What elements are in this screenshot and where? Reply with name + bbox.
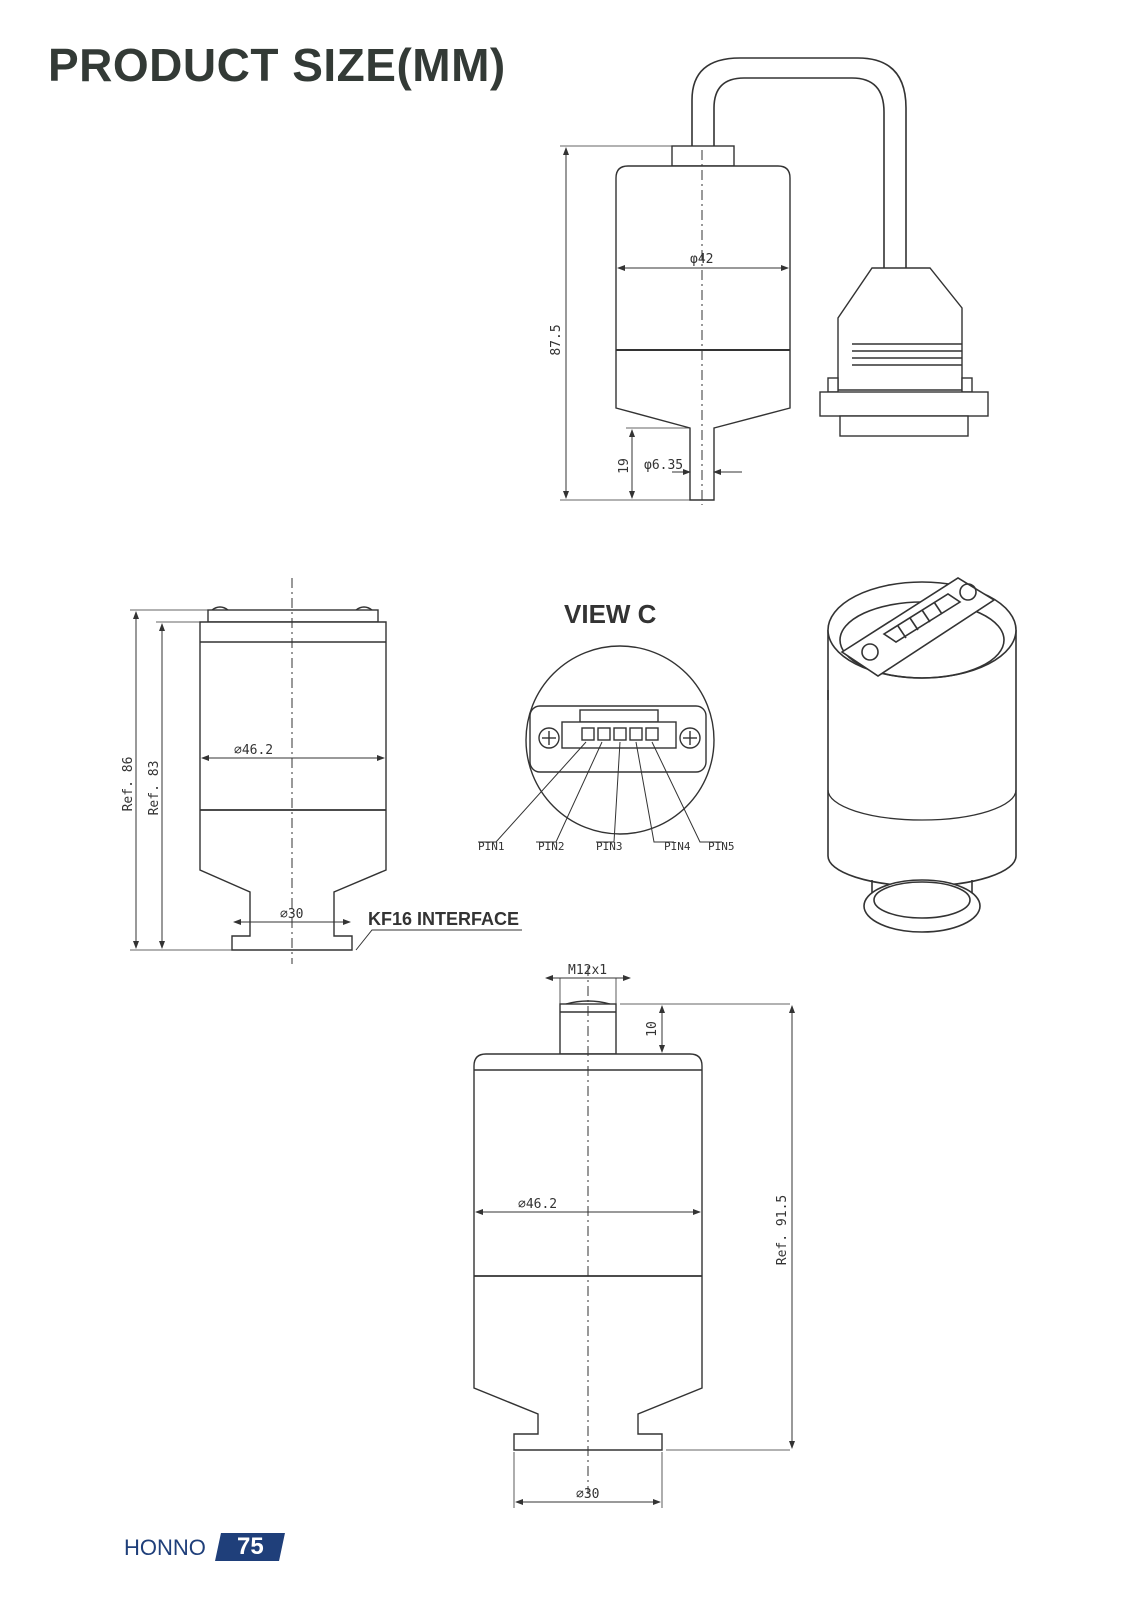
pin-5-label: PIN5: [708, 840, 735, 853]
top-gauge-drawing: [560, 57, 989, 505]
pin-3-label: PIN3: [596, 840, 623, 853]
left-gauge-drawing: [130, 578, 522, 964]
pin-4-label: PIN4: [664, 840, 691, 853]
top-height: 87.5: [549, 324, 564, 355]
page-number-badge: 75: [215, 1533, 285, 1561]
view-c-title: VIEW C: [564, 599, 657, 629]
left-ref-inner: Ref. 83: [147, 761, 162, 816]
gauge-3d-render: [827, 577, 1017, 933]
page-title: PRODUCT SIZE(MM): [48, 39, 506, 91]
pin-2-label: PIN2: [538, 840, 565, 853]
bottom-gauge-drawing: [473, 966, 795, 1508]
left-dia-body: ∅46.2: [234, 743, 273, 758]
footer-brand: HONNO: [124, 1535, 206, 1560]
bottom-thread: M12x1: [568, 963, 607, 978]
left-dia-flange: ∅30: [280, 907, 303, 922]
top-stem-height: 19: [617, 458, 632, 474]
bottom-dia-flange: ∅30: [576, 1487, 599, 1502]
bottom-ref-height: Ref. 91.5: [775, 1195, 790, 1265]
bottom-top-height: 10: [645, 1021, 660, 1037]
page-number: 75: [236, 1533, 264, 1560]
kf16-interface-label: KF16 INTERFACE: [368, 909, 519, 929]
bottom-dia-body: ∅46.2: [518, 1197, 557, 1212]
view-c-drawing: [478, 645, 722, 843]
top-dia-body: φ42: [690, 252, 713, 267]
top-stem-dia: φ6.35: [644, 458, 683, 473]
pin-1-label: PIN1: [478, 840, 505, 853]
left-ref-outer: Ref. 86: [121, 757, 136, 812]
